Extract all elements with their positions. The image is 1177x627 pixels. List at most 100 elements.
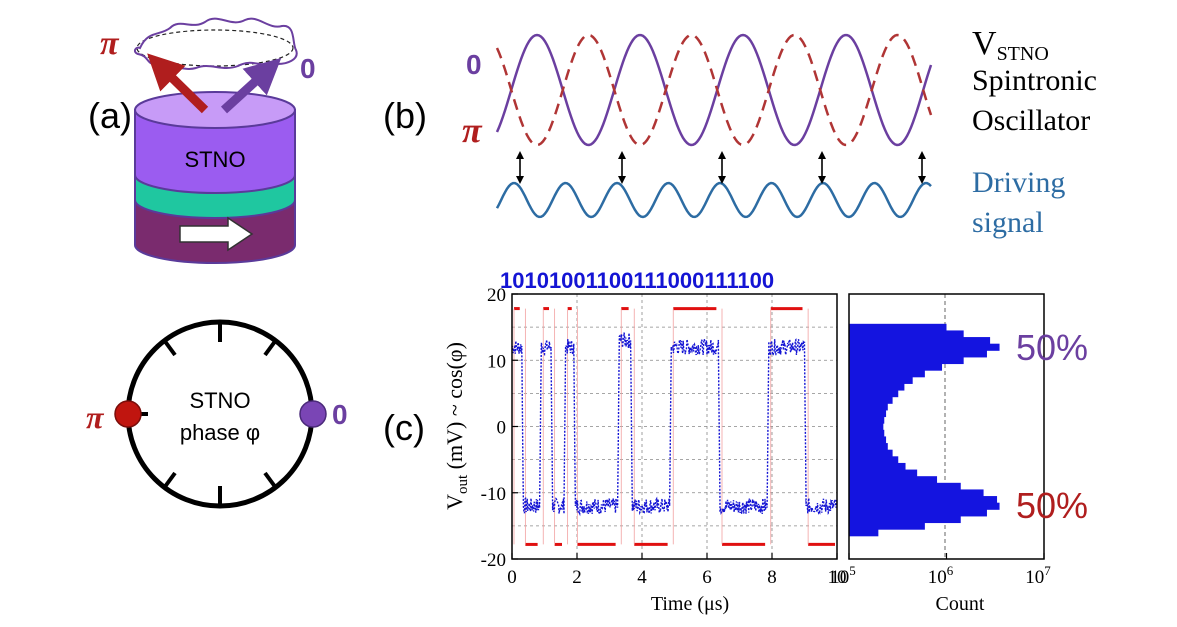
phase-clock: STNO phase φ π 0 [86, 319, 348, 509]
hist-bar-13 [849, 409, 887, 418]
vout-main: V [442, 494, 467, 510]
vout-subscript: out [455, 474, 471, 494]
time-grid [512, 294, 837, 559]
zero-state-label: 0 [300, 53, 316, 84]
hist-bar-3 [849, 343, 1000, 351]
hist-bar-0 [849, 323, 947, 331]
hist-bar-31 [849, 529, 879, 537]
fixed-magnetization-arrow-icon [179, 216, 254, 252]
oscillator-label-line1: Spintronic [972, 64, 1097, 97]
hist-tick-label-2: 107 [1025, 563, 1051, 588]
hist-bar-1 [849, 330, 964, 338]
hist-bar-21 [849, 462, 906, 471]
hist-bar-26 [849, 496, 998, 504]
phase-ticks [128, 322, 278, 506]
stno-pillar: STNO [134, 91, 296, 264]
v-stno-subscript: STNO [997, 43, 1049, 65]
y-tick-label-3: -10 [481, 484, 506, 505]
hist-bar-24 [849, 482, 961, 490]
hist-bar-6 [849, 363, 943, 371]
oscillator-wave-pi [495, 33, 933, 147]
pillar-top-face [134, 91, 296, 129]
oscillator-label-line2: Oscillator [972, 104, 1090, 137]
percent-top-label: 50% [1016, 327, 1088, 368]
pi-phase-dot [114, 400, 142, 428]
hist-bar-10 [849, 390, 899, 398]
hist-bar-20 [849, 456, 899, 464]
hist-bar-19 [849, 449, 893, 457]
panel-a: (a) π 0 STNO [88, 17, 316, 264]
oscillator-wave-zero [495, 33, 933, 147]
phase-circle [125, 319, 315, 509]
y-tick-label-2: 0 [497, 418, 507, 439]
hist-bar-11 [849, 396, 893, 404]
hist-bar-29 [849, 515, 961, 524]
hist-bar-12 [849, 403, 888, 411]
hist-bar-16 [849, 429, 885, 437]
hist-tick-label-0: 105 [830, 563, 856, 588]
panel-b: (b) 0 π VSTNO Spintronic Oscillator Driv… [383, 25, 1097, 239]
hist-bar-17 [849, 436, 887, 444]
hist-bar-2 [849, 337, 991, 345]
hist-bar-30 [849, 522, 925, 530]
hist-bar-27 [849, 502, 1000, 510]
phase-title-line2: phase φ [180, 420, 260, 445]
x-tick-label-3: 6 [702, 567, 712, 588]
voltage-axis-label: Vout (mV) ~ cos(φ) [442, 342, 471, 510]
precession-trajectory [133, 17, 298, 70]
hist-bar-18 [849, 443, 888, 451]
histogram-plot: 105 106 107 [830, 293, 1051, 588]
x-tick-label-1: 2 [572, 567, 582, 588]
x-tick-label-5: 10 [828, 567, 847, 588]
hist-bar-9 [849, 383, 905, 391]
zero-magnetization-arrow-icon [220, 57, 282, 114]
hist-bar-25 [849, 489, 984, 497]
bit-sequence: 10101001100111000111100 [500, 268, 774, 293]
stno-layer-label: STNO [184, 147, 245, 172]
v-stno-label: VSTNO [972, 25, 1049, 65]
percent-bottom-label: 50% [1016, 485, 1088, 526]
zero-phase-label: 0 [332, 399, 348, 430]
panel-c: (c) 10101001100111000111100 20100-10-200… [383, 268, 1088, 615]
hist-bar-28 [849, 509, 987, 517]
hist-ticks: 105 106 107 [830, 553, 1051, 588]
y-tick-label-4: -20 [481, 550, 506, 571]
hist-bar-14 [849, 416, 885, 424]
hist-bars [849, 323, 1000, 537]
pi-wave-label: π [462, 110, 483, 150]
x-tick-label-4: 8 [767, 567, 777, 588]
panel-c-label: (c) [383, 407, 425, 448]
hist-bar-7 [849, 370, 925, 378]
vout-rest: (mV) ~ cos(φ) [442, 342, 467, 475]
panel-a-label: (a) [88, 95, 132, 136]
hist-bar-8 [849, 376, 913, 384]
voltage-trace [511, 332, 838, 517]
precession-ellipse [136, 29, 294, 67]
hist-bar-4 [849, 350, 987, 358]
y-tick-label-0: 20 [487, 285, 506, 306]
hist-tick-label-1: 106 [928, 563, 954, 588]
x-tick-label-0: 0 [507, 567, 517, 588]
sync-arrows [516, 151, 926, 184]
driving-signal-wave [495, 181, 932, 219]
hist-bar-5 [849, 356, 964, 365]
hist-bar-23 [849, 476, 938, 484]
count-axis-label: Count [936, 593, 985, 615]
panel-b-label: (b) [383, 95, 427, 136]
pi-phase-label: π [86, 399, 105, 435]
v-stno-main: V [972, 25, 997, 62]
time-axis-label: Time (μs) [651, 593, 729, 615]
driving-label-line1: Driving [972, 166, 1065, 199]
hist-bar-22 [849, 469, 918, 477]
pi-state-label: π [100, 25, 120, 62]
hist-bar-15 [849, 423, 884, 431]
zero-phase-dot [299, 400, 327, 428]
driving-label-line2: signal [972, 206, 1044, 239]
free-layer [134, 109, 296, 194]
x-tick-label-2: 4 [637, 567, 647, 588]
phase-title-line1: STNO [189, 388, 250, 413]
pi-magnetization-arrow-icon [147, 53, 209, 114]
